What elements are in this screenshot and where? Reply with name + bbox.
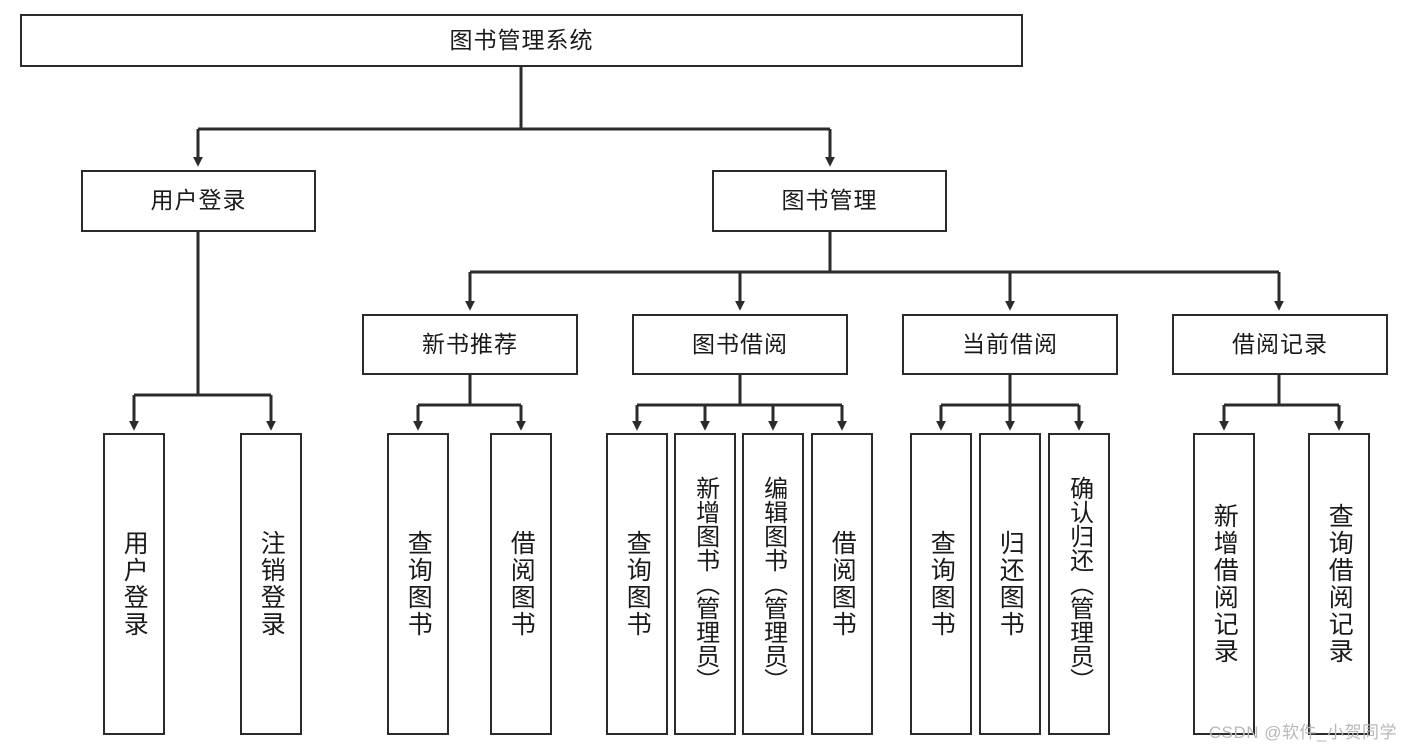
- node-label: 借阅图书: [507, 530, 536, 638]
- node-label: 编辑图书（管理员）: [759, 476, 787, 692]
- node-label: 查询图书: [623, 530, 652, 638]
- node-label: 借阅记录: [1232, 330, 1328, 357]
- node-label: 新增图书（管理员）: [691, 476, 719, 692]
- node-label: 归还图书: [996, 530, 1025, 638]
- csdn-watermark: CSDN @软件_小贺同学: [1208, 723, 1397, 742]
- leaf-confirm-return-admin[interactable]: 确认归还（管理员）: [1048, 433, 1110, 735]
- node-borrow-records[interactable]: 借阅记录: [1172, 314, 1388, 375]
- node-label: 图书管理: [781, 187, 878, 214]
- node-user-login[interactable]: 用户登录: [81, 170, 316, 232]
- leaf-query-book-current[interactable]: 查询图书: [910, 433, 972, 735]
- node-label: 查询图书: [927, 530, 956, 638]
- leaf-borrow-book-borrow[interactable]: 借阅图书: [811, 433, 873, 735]
- leaf-return-book[interactable]: 归还图书: [979, 433, 1041, 735]
- node-book-borrow[interactable]: 图书借阅: [632, 314, 848, 375]
- node-label: 新增借阅记录: [1210, 503, 1239, 665]
- leaf-logout[interactable]: 注销登录: [240, 433, 302, 735]
- node-label: 借阅图书: [828, 530, 857, 638]
- node-label: 确认归还（管理员）: [1065, 476, 1093, 692]
- leaf-borrow-book-newbook[interactable]: 借阅图书: [490, 433, 552, 735]
- node-label: 新书推荐: [422, 330, 518, 357]
- node-label: 查询图书: [404, 530, 433, 638]
- leaf-query-book-borrow[interactable]: 查询图书: [606, 433, 668, 735]
- node-new-book-recommend[interactable]: 新书推荐: [362, 314, 578, 375]
- node-label: 注销登录: [257, 530, 286, 638]
- leaf-query-book-newbook[interactable]: 查询图书: [387, 433, 449, 735]
- node-label: 当前借阅: [962, 330, 1058, 357]
- node-root-system[interactable]: 图书管理系统: [20, 14, 1023, 67]
- leaf-edit-book-admin[interactable]: 编辑图书（管理员）: [742, 433, 804, 735]
- node-book-management[interactable]: 图书管理: [712, 170, 947, 232]
- node-current-borrow[interactable]: 当前借阅: [902, 314, 1118, 375]
- node-label: 图书管理系统: [449, 26, 594, 53]
- node-label: 用户登录: [120, 530, 149, 638]
- node-label: 用户登录: [150, 187, 247, 214]
- leaf-user-login[interactable]: 用户登录: [103, 433, 165, 735]
- node-label: 图书借阅: [692, 330, 788, 357]
- leaf-add-borrow-record[interactable]: 新增借阅记录: [1193, 433, 1255, 735]
- node-label: 查询借阅记录: [1325, 503, 1354, 665]
- leaf-query-borrow-record[interactable]: 查询借阅记录: [1308, 433, 1370, 735]
- leaf-add-book-admin[interactable]: 新增图书（管理员）: [674, 433, 736, 735]
